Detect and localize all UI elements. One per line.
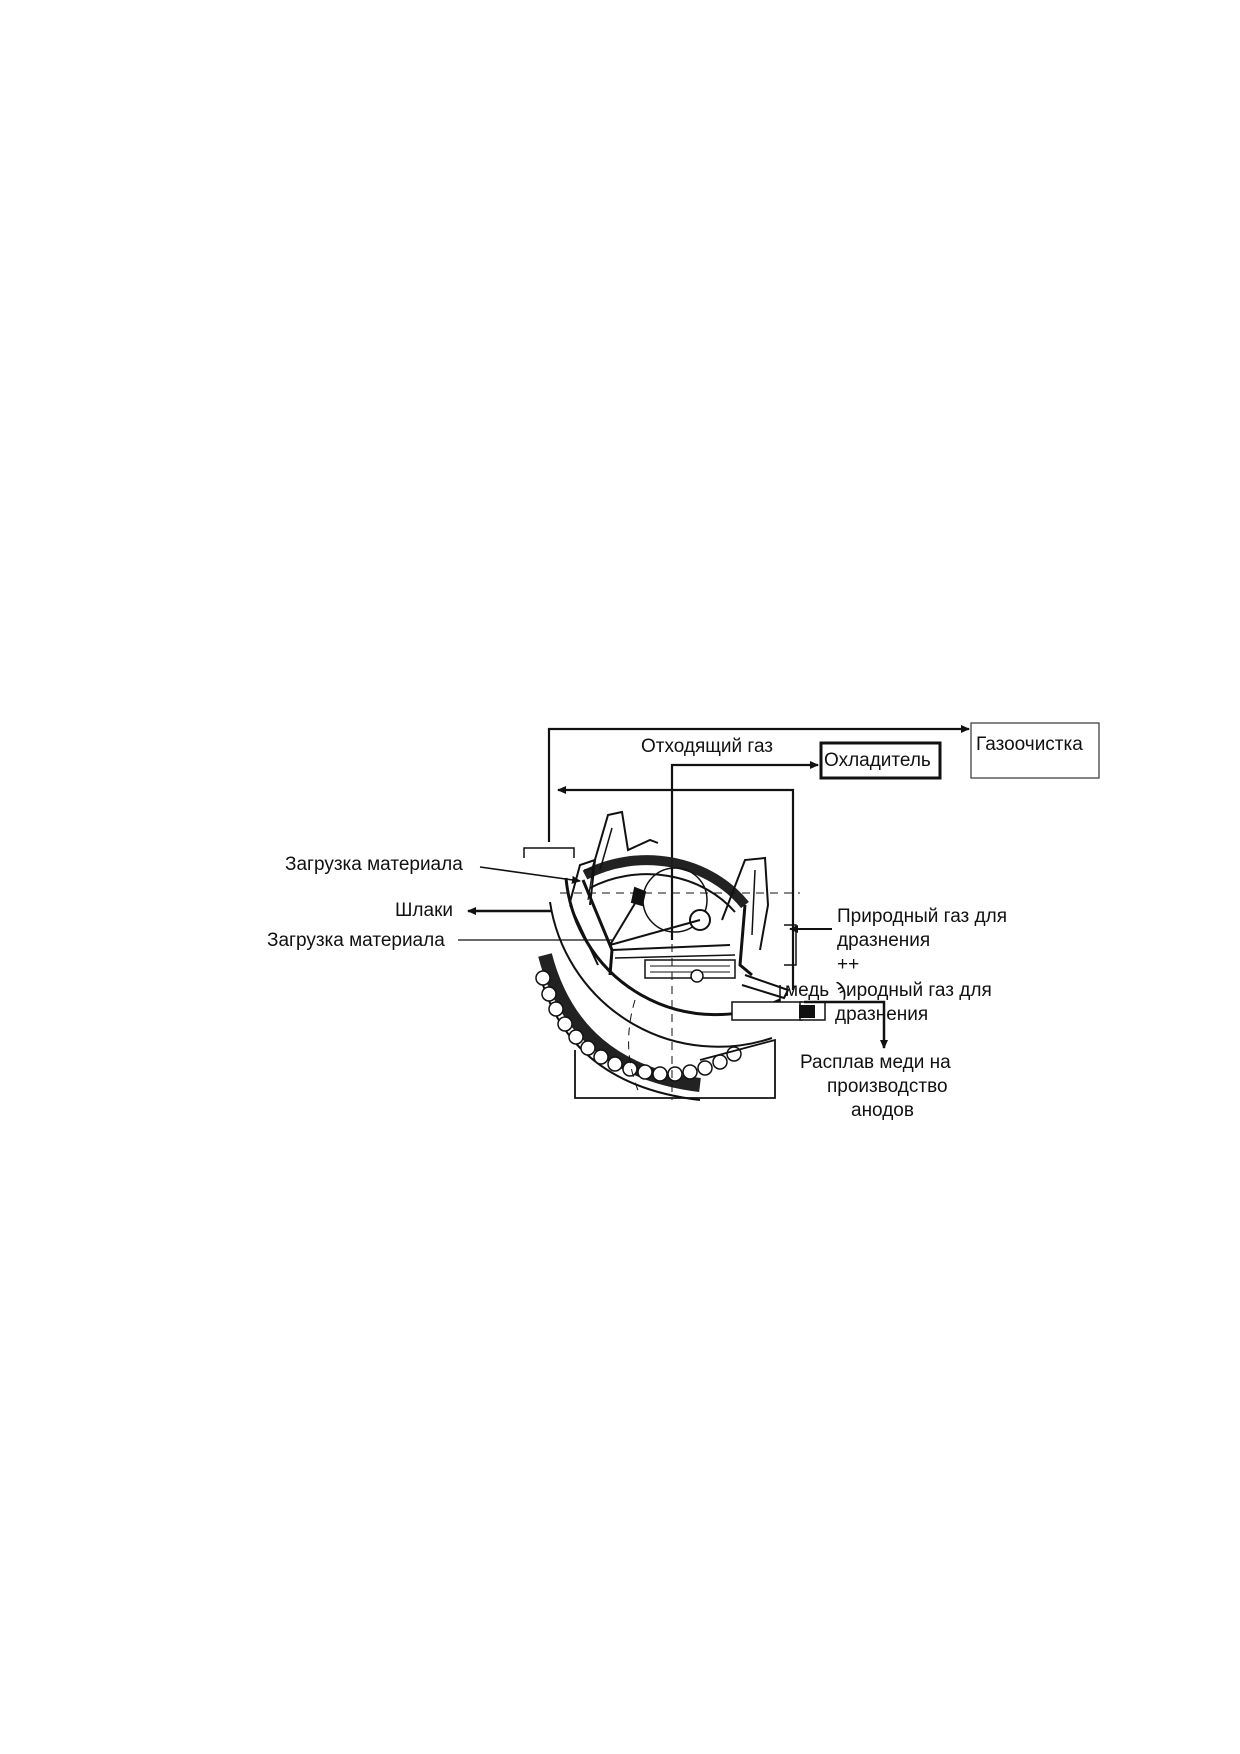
charge-bracket	[523, 847, 575, 858]
cooler-box	[819, 741, 942, 780]
natural-gas-2-line1: ϡиродный газ для	[835, 980, 992, 1001]
material-charge-top-arrow	[479, 866, 581, 884]
natural-gas-1-line1: Природный газ для	[837, 906, 1007, 927]
material-charge-bottom-label: Загрузка материала	[267, 930, 445, 951]
gas-cleaning-box	[970, 722, 1100, 779]
natural-gas-1-line2: дразнения	[837, 930, 930, 951]
cooler-label: Охладитель	[824, 750, 931, 771]
material-charge-top-label: Загрузка материала	[285, 854, 463, 875]
natural-gas-2-line2: дразнения	[835, 1004, 928, 1025]
offgas-label: Отходящий газ	[641, 736, 773, 757]
copper-label: медь	[785, 980, 829, 1001]
slag-label: Шлаки	[395, 900, 453, 921]
copper-melt-line2: производство	[827, 1076, 948, 1097]
copper-melt-line3: анодов	[851, 1100, 914, 1121]
centerlines	[560, 860, 800, 1100]
plus-marks: ++	[837, 954, 859, 975]
gas-cleaning-label: Газоочистка	[976, 734, 1083, 755]
support-rollers	[535, 970, 742, 1082]
anode-furnace-drawing	[535, 810, 826, 1101]
copper-melt-arrow	[804, 1000, 888, 1049]
copper-melt-line1: Расплав меди на	[800, 1052, 951, 1073]
